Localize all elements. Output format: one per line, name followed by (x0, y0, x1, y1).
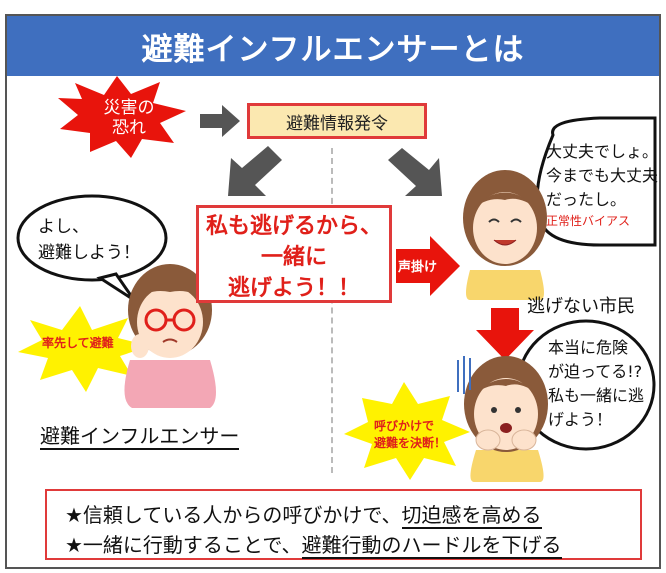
down-arrow-left-icon (228, 146, 282, 196)
influencer-label-wrap: 避難インフルエンサー (40, 420, 240, 450)
danger-burst-icon (58, 76, 186, 158)
bottom-right-bubble-line2: が迫ってる!? (548, 362, 643, 381)
right-burst-text: 呼びかけで 避難を決断！ (374, 418, 446, 452)
bottom-right-bubble-line3: 私も一緒に逃 (548, 386, 645, 405)
message-line3: 逃げよう！！ (227, 276, 360, 301)
bottom-right-bubble-line4: げよう！ (548, 410, 613, 429)
call-arrow-icon (396, 236, 460, 296)
speech-bubble-left (16, 194, 168, 282)
summary-line1-prefix: ★信頼している人からの呼びかけで、 (65, 503, 402, 527)
summary-line2-prefix: ★一緒に行動することで、 (65, 533, 302, 557)
evacuation-order-box: 避難情報発令 (247, 103, 427, 139)
left-bubble-line2: 避難しよう！ (38, 243, 140, 263)
call-arrow-label: 声掛け (398, 260, 438, 275)
speech-bubble-left-tail (96, 272, 136, 302)
bottom-right-bubble-line1: 本当に危険 (548, 338, 629, 357)
message-box: 私も逃げるから、 一緒に 逃げよう！！ (196, 205, 392, 303)
top-right-bubble-line2: 今までも大丈夫 (546, 166, 659, 185)
summary-line2: ★一緒に行動することで、避難行動のハードルを下げる (65, 529, 562, 559)
left-burst-icon (18, 306, 150, 392)
page-title: 避難インフルエンサーとは (141, 31, 525, 68)
influencer-label: 避難インフルエンサー (40, 424, 240, 450)
right-burst-icon (344, 382, 470, 480)
danger-burst-line2: 恐れ (112, 118, 146, 138)
right-burst-line2: 避難を決断！ (374, 436, 447, 450)
red-down-arrow-icon (476, 308, 534, 360)
message-line1: 私も逃げるから、 (205, 214, 382, 239)
left-bubble-line1: よし、 (38, 217, 89, 237)
person-worried-icon (457, 356, 548, 482)
top-right-bubble-text: 大丈夫でしょ。 今までも大丈夫 だったし。 正常性バイアス (546, 140, 658, 230)
message-line2: 一緒に (260, 245, 327, 270)
center-divider (331, 148, 333, 473)
normalcy-bias-label: 正常性バイアス (546, 214, 631, 228)
citizen-label: 逃げない市民 (527, 296, 635, 317)
left-burst-label: 率先して避難 (42, 336, 114, 350)
summary-box: ★信頼している人からの呼びかけで、切迫感を高める ★一緒に行動することで、避難行… (45, 489, 642, 560)
top-right-bubble-line3: だったし。 (546, 190, 627, 209)
danger-burst-text: 災害の 恐れ (97, 98, 161, 138)
top-right-bubble-line1: 大丈夫でしょ。 (546, 142, 659, 161)
left-bubble-text: よし、 避難しよう！ (38, 214, 140, 266)
summary-line2-emphasis: 避難行動のハードルを下げる (301, 533, 562, 559)
down-arrow-right-icon (388, 148, 442, 196)
right-burst-line1: 呼びかけで (374, 419, 435, 433)
summary-line1-emphasis: 切迫感を高める (401, 503, 542, 529)
person-woman-icon (463, 170, 547, 300)
speech-bubble-top-right (521, 116, 657, 247)
title-banner: 避難インフルエンサーとは (7, 16, 659, 76)
right-arrow-icon (200, 105, 240, 137)
danger-burst-line1: 災害の (103, 98, 155, 118)
bottom-right-bubble-text: 本当に危険 が迫ってる!? 私も一緒に逃 げよう！ (548, 336, 644, 432)
person-glasses-icon (124, 264, 216, 408)
summary-line1: ★信頼している人からの呼びかけで、切迫感を高める (65, 499, 542, 529)
evacuation-order-label: 避難情報発令 (286, 113, 388, 134)
